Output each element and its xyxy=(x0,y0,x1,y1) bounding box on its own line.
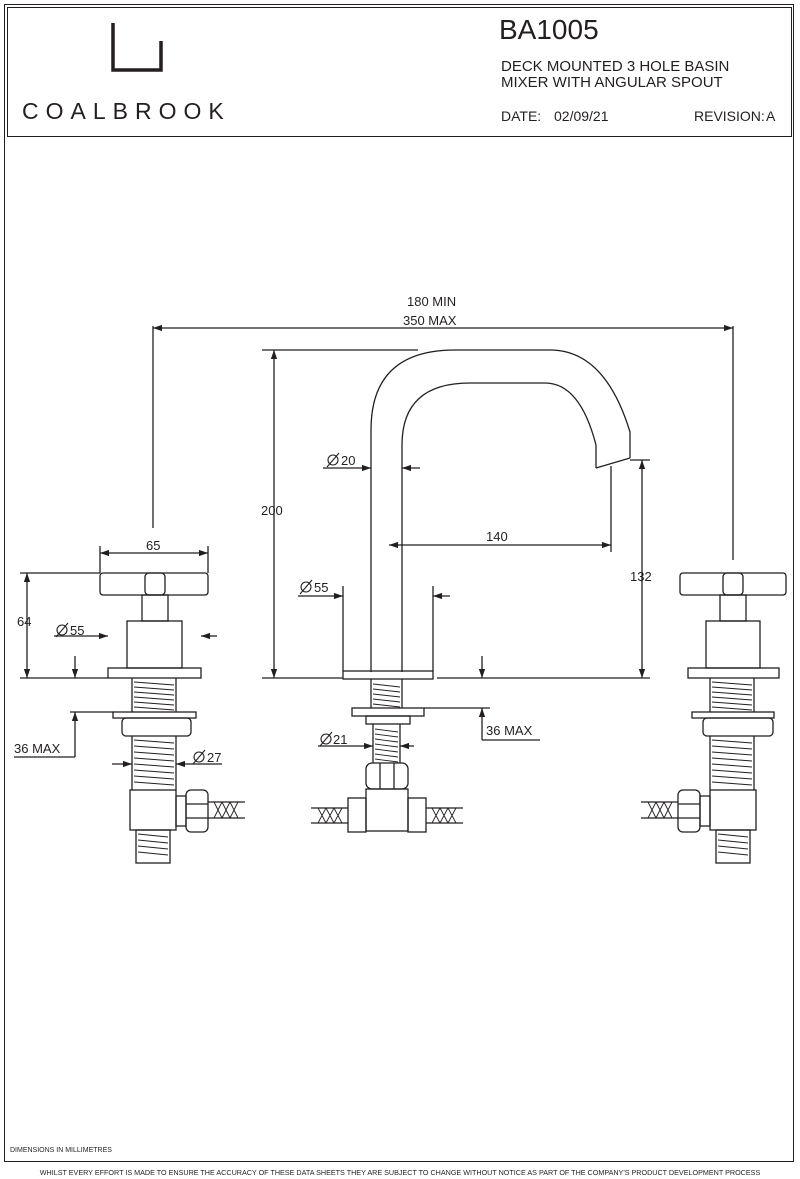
handle-max-deck-label: 36 MAX xyxy=(14,741,61,756)
date-label: DATE: xyxy=(501,108,542,124)
right-handle-valve xyxy=(641,572,787,864)
spout-height-label: 200 xyxy=(261,503,283,518)
disclaimer: WHILST EVERY EFFORT IS MADE TO ENSURE TH… xyxy=(39,1168,761,1177)
diameter-symbol-icon xyxy=(192,749,206,765)
revision-label: REVISION: xyxy=(694,108,765,124)
diameter-symbol-icon xyxy=(55,622,69,638)
drawing-sheet-border xyxy=(4,4,794,1162)
description-line-2: MIXER WITH ANGULAR SPOUT xyxy=(501,74,723,91)
brand-name: COALBROOK xyxy=(22,98,231,124)
diameter-symbol-icon xyxy=(326,452,340,468)
product-code: BA1005 xyxy=(499,14,599,45)
handle-width-label: 65 xyxy=(146,538,160,553)
centre-max-deck-label: 36 MAX xyxy=(486,723,533,738)
handle-height-label: 64 xyxy=(17,614,31,629)
spout-body xyxy=(311,349,631,833)
description-line-1: DECK MOUNTED 3 HOLE BASIN xyxy=(501,58,730,75)
centre-shank-diameter-label: 21 xyxy=(333,732,347,747)
handle-base-diameter-label: 55 xyxy=(70,623,84,638)
width-max-label: 350 MAX xyxy=(403,313,457,328)
revision-value: A xyxy=(766,108,776,124)
spout-reach-label: 140 xyxy=(486,529,508,544)
diameter-symbol-icon xyxy=(319,731,333,747)
coalbrook-logo-icon xyxy=(111,23,163,72)
units-note: DIMENSIONS IN MILLIMETRES xyxy=(10,1147,112,1154)
overall-width-dimension xyxy=(152,324,734,560)
product-description: DECK MOUNTED 3 HOLE BASIN MIXER WITH ANG… xyxy=(501,59,781,91)
left-handle-valve xyxy=(99,572,245,864)
spout-diameter-label: 20 xyxy=(341,453,355,468)
title-block xyxy=(7,7,792,137)
width-min-label: 180 MIN xyxy=(407,294,456,309)
centre-base-diameter-label: 55 xyxy=(314,580,328,595)
left-handle-dimensions xyxy=(14,546,222,768)
spout-dimensions xyxy=(262,349,650,750)
spout-outlet-height-label: 132 xyxy=(630,569,652,584)
handle-shank-diameter-label: 27 xyxy=(207,750,221,765)
date-value: 02/09/21 xyxy=(554,108,609,124)
diameter-symbol-icon xyxy=(299,579,313,595)
